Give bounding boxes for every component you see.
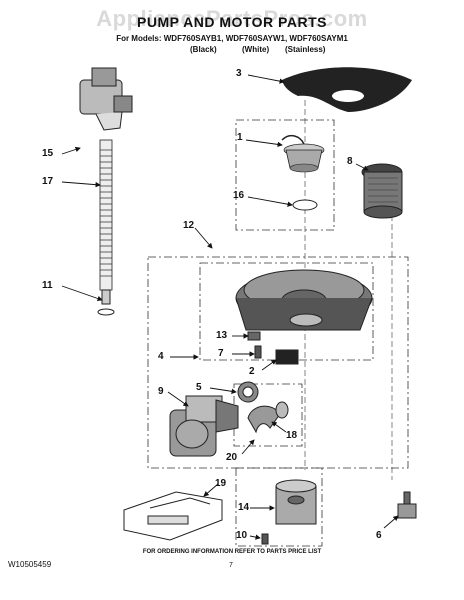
assembly-box-1-16 bbox=[235, 119, 335, 231]
sump-assembly bbox=[235, 269, 373, 331]
part-10-screw bbox=[261, 533, 269, 545]
callout-20: 20 bbox=[226, 452, 238, 463]
ordering-note: FOR ORDERING INFORMATION REFER TO PARTS … bbox=[142, 549, 322, 555]
callout-19: 19 bbox=[215, 478, 227, 489]
callout-18: 18 bbox=[286, 430, 298, 441]
variant-stainless: (Stainless) bbox=[285, 45, 326, 54]
models-line: For Models: WDF760SAYB1, WDF760SAYW1, WD… bbox=[116, 34, 348, 43]
document-number: W10505459 bbox=[8, 560, 52, 569]
callout-2: 2 bbox=[249, 366, 255, 377]
part-3-hole bbox=[332, 90, 364, 102]
callout-9: 9 bbox=[158, 386, 164, 397]
callout-16: 16 bbox=[233, 190, 245, 201]
part-6-connector bbox=[397, 491, 417, 519]
callout-10: 10 bbox=[236, 530, 248, 541]
page-title: PUMP AND MOTOR PARTS bbox=[137, 14, 327, 30]
part-11-clamp bbox=[97, 308, 115, 316]
part-16-gasket bbox=[292, 199, 318, 211]
assembly-box-12 bbox=[147, 256, 409, 469]
part-15-drain-pump bbox=[79, 67, 133, 131]
variant-white: (White) bbox=[242, 45, 270, 54]
callout-12: 12 bbox=[183, 220, 195, 231]
part-19-cover bbox=[123, 491, 223, 541]
callout-15: 15 bbox=[42, 148, 54, 159]
part-3-shield bbox=[282, 67, 412, 112]
callout-4: 4 bbox=[158, 351, 164, 362]
part-17-drain-hose bbox=[99, 139, 113, 305]
part-7-clip bbox=[254, 345, 262, 359]
callout-1: 1 bbox=[237, 132, 243, 143]
leader-lines bbox=[61, 74, 399, 540]
part-8-filter bbox=[361, 163, 403, 219]
callout-11: 11 bbox=[42, 280, 53, 291]
callout-6: 6 bbox=[376, 530, 382, 541]
variant-black: (Black) bbox=[190, 45, 217, 54]
callout-8: 8 bbox=[347, 156, 353, 167]
callout-14: 14 bbox=[238, 502, 250, 513]
part-2-thermistor bbox=[275, 349, 299, 365]
callout-5: 5 bbox=[196, 382, 202, 393]
part-1-spray-inlet bbox=[281, 134, 325, 173]
part-9-circulation-motor bbox=[169, 395, 239, 457]
watermark: AppliancePartsPros.com bbox=[96, 6, 368, 31]
part-14-housing bbox=[275, 479, 317, 525]
callout-3: 3 bbox=[236, 68, 242, 79]
assembly-box-14 bbox=[235, 467, 323, 547]
part-18-elbow bbox=[247, 401, 289, 434]
page-number: 7 bbox=[229, 562, 233, 569]
part-13-sensor bbox=[247, 331, 261, 341]
callout-7: 7 bbox=[218, 348, 224, 359]
callout-17: 17 bbox=[42, 176, 54, 187]
callout-13: 13 bbox=[216, 330, 228, 341]
